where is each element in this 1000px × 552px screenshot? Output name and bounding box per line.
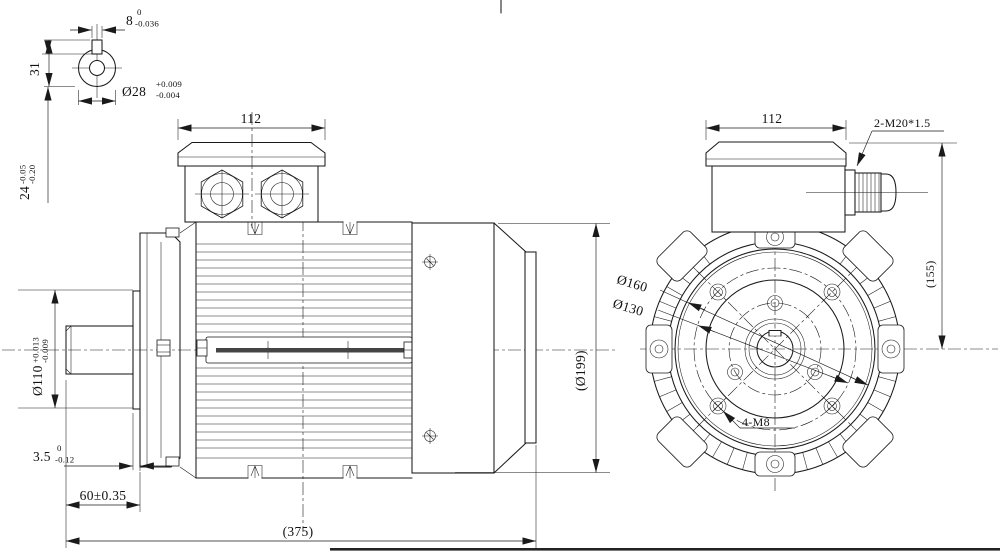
key-depth-value: 24 [17,186,32,200]
flange-bolt-hole [823,283,841,301]
mounting-flange [139,227,181,468]
dim-shaft-length: 60±0.35 [65,380,141,548]
bolt-circle-value: Ø130 [611,296,645,319]
dim-overall-length: (375) [66,445,537,549]
box-width-end-value: 112 [762,111,783,126]
frame-bottom-notch [247,465,358,479]
flange-thickness-tol-lower: -0.12 [55,455,74,465]
overall-length-value: (375) [283,524,314,539]
fan-cover [411,222,537,474]
cable-gland-side [806,169,928,216]
shaft-end [756,328,794,368]
flange-od-circle [674,248,876,450]
frame-top-notch [247,221,358,235]
motor-side-view: 112 Ø110 +0.013 -0.009 3.5 0 -0.12 60±0.… [2,111,618,549]
dim-shaft-diameter: Ø28 +0.009 -0.004 [78,79,182,105]
cooling-fins [196,251,412,449]
box-width-value: 112 [241,111,262,126]
side-lug [645,324,673,374]
corner-lug [842,416,894,468]
bearing-cover-screw [727,364,743,380]
flange-thickness-value: 3.5 [33,449,51,464]
terminal-box-lid-end [705,141,847,167]
center-hole [88,59,106,77]
flange-bolt-hole [709,283,727,301]
dim-box-width-end: 112 [705,111,847,140]
motor-end-view: 112 2-M20*1.5 (155) Ø160 Ø130 4-M8 [611,111,998,492]
mount-holes-value: 4-M8 [742,415,770,429]
key-width-tol-lower: -0.036 [135,19,159,29]
dim-box-width-side: 112 [177,111,326,140]
bearing-cover-screw [767,295,783,311]
fan-cover-end-cap [524,251,537,444]
terminal-box-side [177,112,326,228]
dim-flange-thickness: 3.5 0 -0.12 [33,413,170,471]
label-cable-gland: 2-M20*1.5 [856,116,944,167]
gland-spec-value: 2-M20*1.5 [874,116,930,130]
key-width-value: 8 [126,13,133,28]
shaft-dia-tol-upper: +0.009 [156,79,182,89]
fan-cover-screw [422,428,438,444]
motor-frame [179,221,414,479]
spigot-dia-tol-lower: -0.009 [40,339,50,363]
key-width-tol-upper: 0 [137,7,142,17]
flange-bolt-hole [823,397,841,415]
spigot-circle [705,279,845,419]
corner-lug [656,416,708,468]
dim-box-height: (155) [849,142,957,349]
dim-frame-diameter: (Ø199) [455,223,610,473]
label-mount-holes: 4-M8 [722,410,795,429]
shaft-length-value: 60±0.35 [80,488,127,503]
dim-key-width: 8 0 -0.036 [70,7,159,38]
spigot-dia-tol-upper: +0.013 [31,337,41,363]
key-depth-tol-lower: -0.20 [27,164,37,184]
fan-cover-screw [422,254,438,270]
flange-dia-value: Ø160 [615,272,649,295]
terminal-box-lid [177,141,326,167]
bottom-boss [754,451,796,477]
cable-gland-front [255,169,309,219]
shaft-dia-value: Ø28 [122,84,146,99]
bolt-circle [693,267,857,431]
flange-thickness-tol-upper: 0 [57,443,62,453]
dim-key-depth: 24 -0.05 -0.20 [17,40,92,203]
tie-rod [196,336,414,364]
flange-bolt-hole [709,397,727,415]
key-profile [91,39,103,55]
dim-spigot-diameter: Ø110 +0.013 -0.009 [18,289,133,409]
cable-gland-front [195,169,249,219]
shaft-section-view: 8 0 -0.036 31 Ø28 +0.009 -0.004 24 -0.05… [17,7,182,203]
frame-dia-value: (Ø199) [573,350,588,391]
dim-section-height: 31 [27,39,90,87]
box-height-value: (155) [923,261,937,289]
terminal-box-end [705,141,928,233]
spigot-dia-value: Ø110 [30,365,45,396]
corner-lug [842,230,894,282]
section-height-value: 31 [27,62,42,76]
corner-lug [656,230,708,282]
side-lug [877,324,905,374]
shaft-dia-tol-lower: -0.004 [156,90,180,100]
key-depth-tol-upper: -0.05 [18,164,28,184]
title-block-border [330,548,1000,551]
